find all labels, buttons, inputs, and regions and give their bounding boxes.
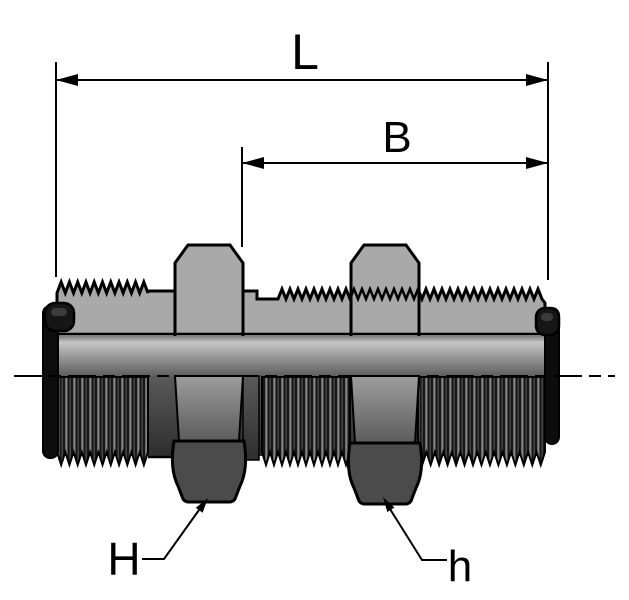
- dimension-L: L: [55, 24, 549, 280]
- leader-line-h: [389, 508, 447, 561]
- arrowhead-L-right: [526, 74, 548, 86]
- o-ring-left: [43, 301, 76, 333]
- o-ring-left-highlight: [51, 308, 67, 316]
- leader-h: h: [383, 497, 472, 591]
- hex-label-h: h: [448, 542, 472, 591]
- arrowhead-B-right: [526, 157, 548, 169]
- thread-section-mid-lower: [261, 376, 351, 469]
- thread-crest-over-nut: [348, 285, 424, 303]
- arrowhead-B-left: [242, 157, 264, 169]
- thread-section-right-lower: [416, 376, 546, 469]
- dimension-label-L: L: [291, 24, 319, 80]
- fitting-body: [42, 243, 561, 506]
- leader-arrowhead-h: [383, 497, 395, 512]
- hex-nut-small-bottom: [346, 441, 424, 506]
- dimension-label-B: B: [382, 113, 411, 162]
- o-ring-right-highlight: [541, 313, 553, 321]
- hex-nut-small-face: [349, 375, 421, 444]
- hex-nut-large-bottom: [170, 439, 248, 504]
- arrowhead-L-left: [56, 74, 78, 86]
- leader-H: H: [107, 498, 208, 585]
- hex-nut-large-face: [173, 375, 245, 442]
- bore-shading-upper: [57, 336, 545, 376]
- leader-arrowhead-H: [195, 498, 208, 513]
- leader-line-H: [142, 509, 200, 560]
- o-ring-right: [534, 306, 561, 337]
- dimension-B: B: [241, 113, 548, 247]
- thread-section-left-lower: [55, 376, 149, 469]
- hex-label-H: H: [107, 533, 140, 585]
- seal-left: [42, 301, 76, 459]
